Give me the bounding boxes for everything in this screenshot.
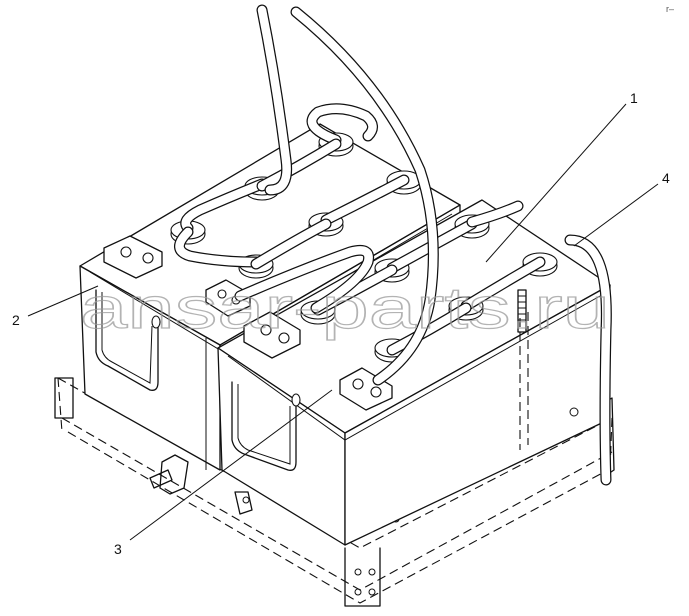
- callout-2: 2: [12, 312, 20, 328]
- callout-4: 4: [662, 170, 670, 186]
- leader-1: [485, 103, 627, 263]
- battery-left-terminal: [103, 235, 163, 279]
- leader-3: [129, 389, 333, 541]
- tray-bracket-left: [54, 377, 74, 419]
- corner-mark: r–: [666, 4, 674, 14]
- tray-bracket-front: [344, 547, 381, 607]
- callout-3: 3: [114, 541, 122, 557]
- main-cables: [256, 4, 612, 486]
- battery-left-handle: [95, 289, 159, 391]
- leader-2: [27, 285, 99, 317]
- link-terminal: [205, 279, 251, 317]
- battery-right-handle: [231, 381, 297, 471]
- hold-down-clamp: [159, 454, 189, 495]
- hold-down-rod: [517, 289, 527, 333]
- battery-right-terminal-a: [243, 311, 301, 359]
- callout-leaders: [27, 103, 659, 541]
- callout-1: 1: [630, 90, 638, 106]
- cell-connectors: [174, 103, 546, 356]
- watermark-text: ansar-parts.ru: [80, 276, 610, 341]
- leader-4: [573, 183, 659, 247]
